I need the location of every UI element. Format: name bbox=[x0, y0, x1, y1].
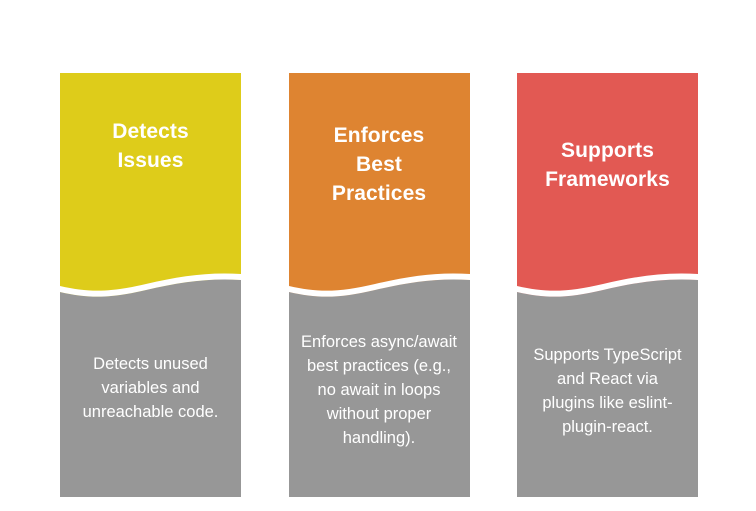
wave-divider-icon bbox=[517, 273, 698, 314]
wave-divider-icon bbox=[60, 273, 241, 314]
card-description-detects-issues: Detects unused variables and unreachable… bbox=[82, 355, 219, 421]
card-body-supports-frameworks: Supports TypeScript and React via plugin… bbox=[517, 313, 698, 497]
card-body-enforces-best-practices: Enforces async/await best practices (e.g… bbox=[288, 313, 470, 497]
wave-divider-icon bbox=[288, 273, 470, 314]
card-body-detects-issues: Detects unused variables and unreachable… bbox=[60, 313, 241, 497]
card-description-supports-frameworks: Supports TypeScript and React via plugin… bbox=[533, 346, 682, 436]
card-description-enforces-best-practices: Enforces async/await best practices (e.g… bbox=[301, 333, 457, 447]
